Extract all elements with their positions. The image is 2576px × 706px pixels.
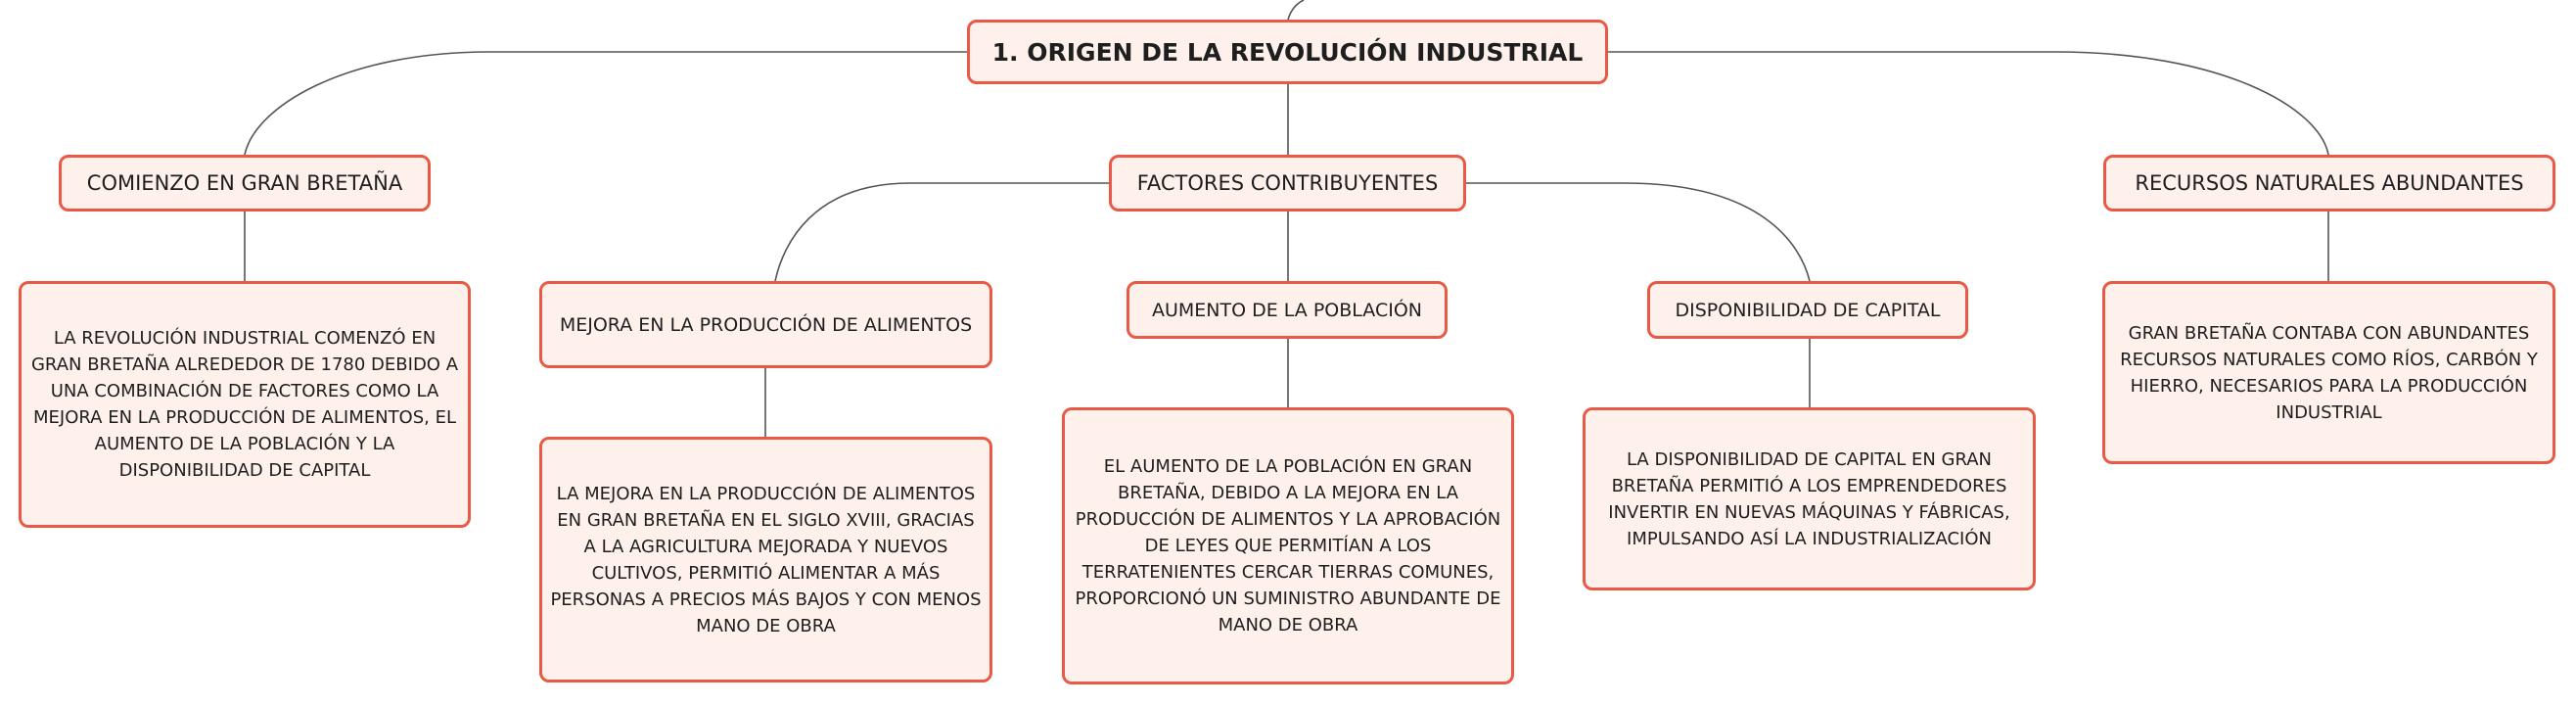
topic-recursos[interactable]: RECURSOS NATURALES ABUNDANTES bbox=[2103, 155, 2555, 212]
root-topic-label: 1. ORIGEN DE LA REVOLUCIÓN INDUSTRIAL bbox=[991, 37, 1584, 67]
connector-factores-capital bbox=[1466, 182, 1811, 282]
topic-capital-label: DISPONIBILIDAD DE CAPITAL bbox=[1675, 299, 1941, 321]
desc-comienzo-text: LA REVOLUCIÓN INDUSTRIAL COMENZÓ EN GRAN… bbox=[30, 328, 459, 481]
connector-factores-alimentos bbox=[774, 182, 1109, 282]
desc-comienzo[interactable]: LA REVOLUCIÓN INDUSTRIAL COMENZÓ EN GRAN… bbox=[19, 281, 471, 528]
topic-poblacion-label: AUMENTO DE LA POBLACIÓN bbox=[1151, 299, 1423, 321]
desc-recursos[interactable]: GRAN BRETAÑA CONTABA CON ABUNDANTES RECU… bbox=[2102, 281, 2555, 464]
topic-poblacion[interactable]: AUMENTO DE LA POBLACIÓN bbox=[1127, 281, 1448, 339]
connector-root-top bbox=[1287, 0, 1305, 21]
topic-recursos-label: RECURSOS NATURALES ABUNDANTES bbox=[2135, 171, 2524, 195]
topic-capital[interactable]: DISPONIBILIDAD DE CAPITAL bbox=[1647, 281, 1968, 339]
topic-alimentos-label: MEJORA EN LA PRODUCCIÓN DE ALIMENTOS bbox=[559, 313, 973, 336]
desc-poblacion[interactable]: EL AUMENTO DE LA POBLACIÓN EN GRAN BRETA… bbox=[1062, 407, 1514, 684]
topic-alimentos[interactable]: MEJORA EN LA PRODUCCIÓN DE ALIMENTOS bbox=[539, 281, 992, 368]
connector-root-comienzo bbox=[244, 51, 967, 156]
topic-comienzo-label: COMIENZO EN GRAN BRETAÑA bbox=[86, 171, 403, 195]
topic-factores-label: FACTORES CONTRIBUYENTES bbox=[1136, 171, 1439, 195]
desc-capital-text: LA DISPONIBILIDAD DE CAPITAL EN GRAN BRE… bbox=[1608, 448, 2010, 549]
desc-alimentos[interactable]: LA MEJORA EN LA PRODUCCIÓN DE ALIMENTOS … bbox=[539, 437, 992, 682]
desc-recursos-text: GRAN BRETAÑA CONTABA CON ABUNDANTES RECU… bbox=[2120, 322, 2538, 423]
topic-factores[interactable]: FACTORES CONTRIBUYENTES bbox=[1109, 155, 1466, 212]
topic-comienzo[interactable]: COMIENZO EN GRAN BRETAÑA bbox=[59, 155, 431, 212]
desc-capital[interactable]: LA DISPONIBILIDAD DE CAPITAL EN GRAN BRE… bbox=[1583, 407, 2036, 590]
root-topic[interactable]: 1. ORIGEN DE LA REVOLUCIÓN INDUSTRIAL bbox=[967, 20, 1608, 84]
connector-root-recursos bbox=[1608, 51, 2329, 156]
desc-poblacion-text: EL AUMENTO DE LA POBLACIÓN EN GRAN BRETA… bbox=[1075, 456, 1501, 635]
desc-alimentos-text: LA MEJORA EN LA PRODUCCIÓN DE ALIMENTOS … bbox=[550, 483, 982, 636]
